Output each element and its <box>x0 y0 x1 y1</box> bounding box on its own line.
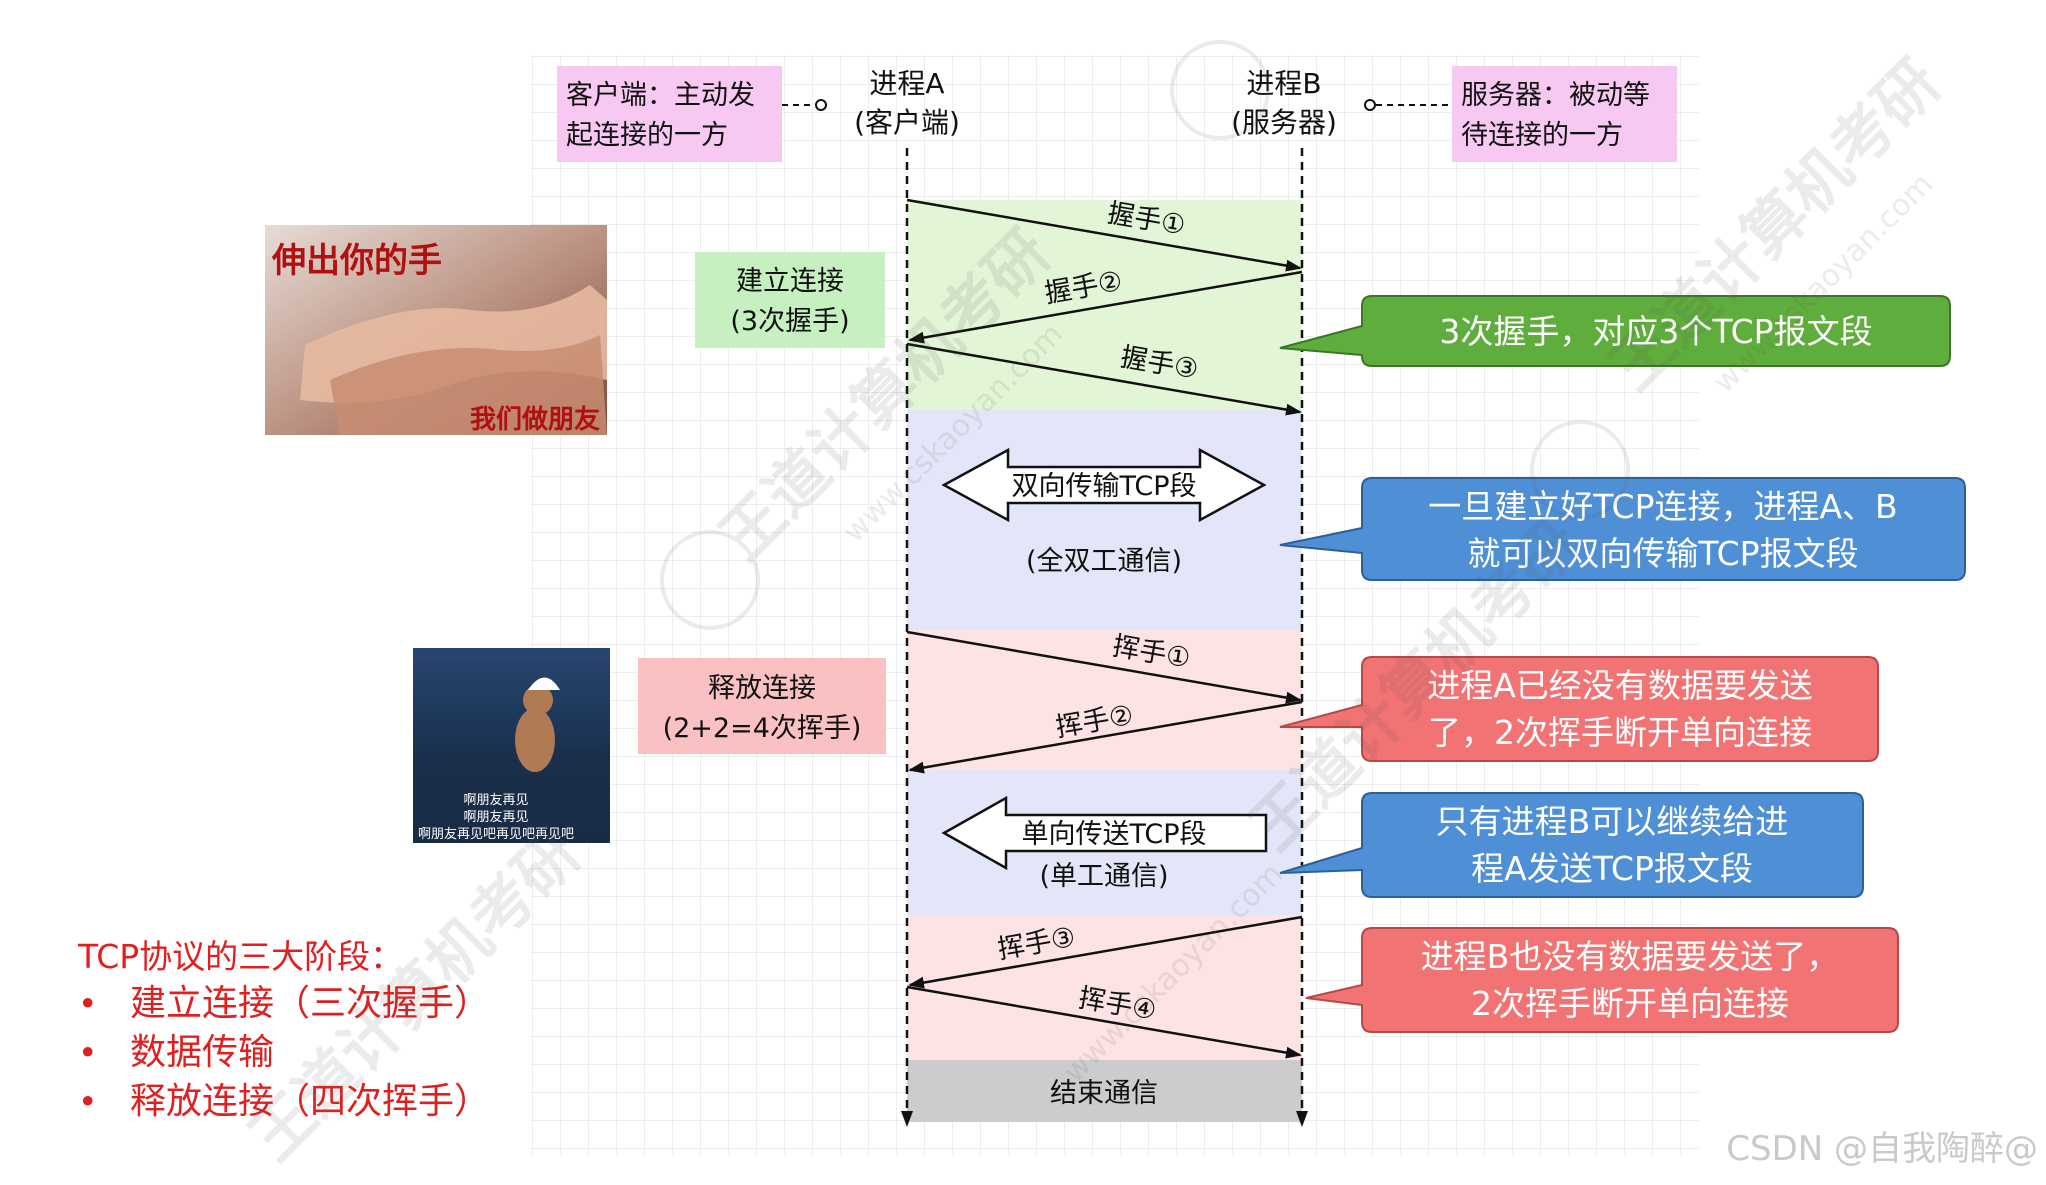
end-band <box>907 1060 1302 1122</box>
release-a-callout-line2: 了，2次挥手断开单向连接 <box>1428 713 1812 752</box>
duplex-caption: (全双工通信) <box>1026 546 1182 577</box>
hands-caption-bottom: 我们做朋友 <box>470 405 600 435</box>
duplex-callout-line1: 一旦建立好TCP连接，进程A、B <box>1428 487 1897 526</box>
wave-1-arrow <box>906 630 1302 704</box>
wave-4-arrow <box>906 985 1302 1059</box>
hands-caption-top: 伸出你的手 <box>271 241 442 281</box>
wave-2-arrow <box>908 700 1303 774</box>
handshake-1-arrow <box>906 198 1302 272</box>
duplex-callout-line2: 就可以双向传输TCP报文段 <box>1467 534 1858 573</box>
release-a-callout <box>1279 656 1879 762</box>
client-note-box <box>557 66 782 162</box>
summary-title: TCP协议的三大阶段： <box>77 937 403 976</box>
summary-item-2: 数据传输 <box>130 1032 274 1073</box>
server-note-line2: 待连接的一方 <box>1461 120 1623 151</box>
process-a-role: (客户端) <box>854 106 960 139</box>
goodbye-cartoon-image: 啊朋友再见 啊朋友再见 啊朋友再见吧再见吧再见吧 <box>413 648 610 843</box>
duplex-callout <box>1279 477 1966 581</box>
release-phase-box <box>638 658 886 754</box>
handshake-3-arrow <box>906 342 1302 416</box>
duplex-double-arrow <box>941 447 1267 523</box>
simplex-left-arrow <box>941 795 1268 871</box>
release-b-callout <box>1305 927 1899 1033</box>
process-a-title: 进程A <box>869 67 944 100</box>
handshake-callout-text: 3次握手，对应3个TCP报文段 <box>1439 312 1872 351</box>
server-note-box <box>1452 66 1677 162</box>
establish-phase-line2: (3次握手) <box>730 306 849 337</box>
summary-item-1: 建立连接（三次握手） <box>130 983 490 1024</box>
summary-bullet-1: • <box>78 984 97 1023</box>
simplex-callout-line2: 程A发送TCP报文段 <box>1471 849 1753 888</box>
client-note-line1: 客户端：主动发 <box>566 80 755 111</box>
simplex-caption: (单工通信) <box>1039 861 1168 892</box>
summary-bullet-3: • <box>78 1082 97 1121</box>
wave1-band <box>907 630 1302 770</box>
wave2-band <box>907 915 1302 1060</box>
establish-phase-line1: 建立连接 <box>736 266 844 297</box>
duplex-band <box>907 410 1302 630</box>
summary-bullet-2: • <box>78 1033 97 1072</box>
handshake-callout <box>1279 295 1951 367</box>
release-b-callout-line1: 进程B也没有数据要发送了， <box>1421 937 1840 976</box>
duplex-arrow-label: 双向传输TCP段 <box>1011 471 1196 502</box>
release-phase-line2: (2+2=4次挥手) <box>663 713 862 744</box>
client-note-dot <box>815 99 827 111</box>
csdn-credit: CSDN @自我陶醉@ <box>1726 1129 2038 1169</box>
simplex-callout <box>1279 792 1864 898</box>
release-phase-line1: 释放连接 <box>708 673 816 704</box>
hands-photo: 伸出你的手 我们做朋友 <box>265 225 607 435</box>
cartoon-subtitle-1: 啊朋友再见 <box>463 792 528 808</box>
handshake-2-arrow <box>908 270 1303 344</box>
cartoon-subtitle-2: 啊朋友再见 <box>463 809 528 825</box>
summary-item-3: 释放连接（四次挥手） <box>130 1081 490 1122</box>
cartoon-subtitle-3: 啊朋友再见吧再见吧再见吧 <box>418 826 574 842</box>
simplex-callout-line1: 只有进程B可以继续给进 <box>1436 802 1789 841</box>
release-a-callout-line1: 进程A已经没有数据要发送 <box>1427 666 1813 705</box>
wave-3-arrow <box>908 915 1303 989</box>
process-b-role: (服务器) <box>1231 106 1337 139</box>
server-note-line1: 服务器：被动等 <box>1461 80 1650 111</box>
process-b-title: 进程B <box>1246 67 1321 100</box>
client-note-line2: 起连接的一方 <box>566 120 728 151</box>
server-note-dot <box>1364 99 1376 111</box>
end-label: 结束通信 <box>1050 1078 1158 1109</box>
release-b-callout-line2: 2次挥手断开单向连接 <box>1471 984 1789 1023</box>
establish-phase-box <box>695 252 885 348</box>
simplex-arrow-label: 单向传送TCP段 <box>1021 819 1206 850</box>
